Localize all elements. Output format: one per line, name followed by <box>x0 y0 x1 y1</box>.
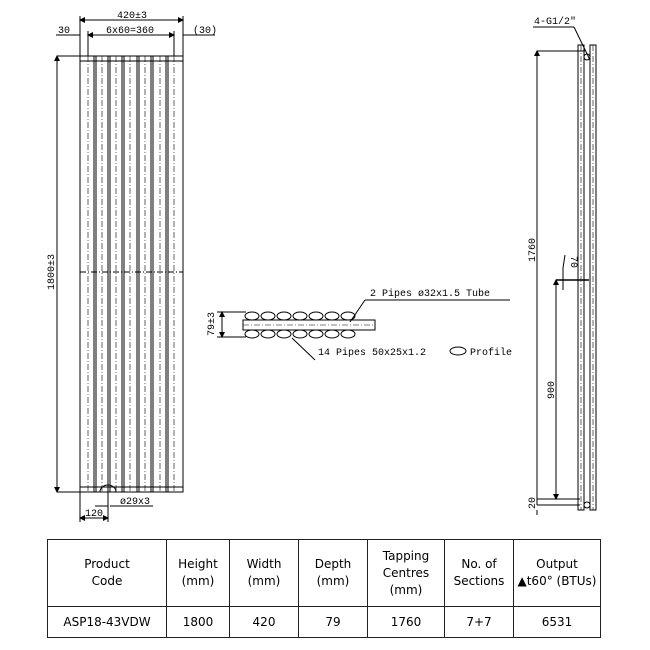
profile-suffix-label: Profile <box>470 347 512 359</box>
height-label: 1800±3 <box>47 254 58 290</box>
left-offset-label: 30 <box>58 26 70 37</box>
right-offset-label: (30) <box>193 25 217 37</box>
header-depth: Depth(mm) <box>298 539 368 607</box>
depth-label: 79±3 <box>207 312 218 336</box>
tube-label: 2 Pipes ø32x1.5 Tube <box>370 288 490 300</box>
bracket-height-label: 900 <box>547 381 558 399</box>
connection-label: 4-G1/2" <box>534 16 576 28</box>
header-width: Width(mm) <box>229 539 299 607</box>
bottom-offset-label: 120 <box>85 509 103 520</box>
header-output: Output▲t60° (BTUs) <box>513 539 601 607</box>
radiator-columns <box>79 55 184 493</box>
cell-depth: 79 <box>298 606 368 638</box>
cell-output: 6531 <box>513 606 601 638</box>
technical-drawing: 420±3 6x60=360 30 (30) 1800±3 120 ø29x3 … <box>47 11 597 522</box>
cell-sections: 7+7 <box>444 606 514 638</box>
tapping-centres-label: 1760 <box>528 238 539 262</box>
cell-height: 1800 <box>166 606 230 638</box>
bottom-offset-side-label: 20 <box>528 497 539 509</box>
cell-width: 420 <box>229 606 299 638</box>
table-row: ASP18-43VDW 1800 420 79 1760 7+7 6531 <box>47 606 601 638</box>
overall-width-label: 420±3 <box>117 11 147 22</box>
front-view <box>54 16 215 522</box>
cell-product-code: ASP18-43VDW <box>47 606 167 638</box>
side-view <box>533 26 597 515</box>
pitch-label: 6x60=360 <box>106 26 154 37</box>
bracket-offset-label: 70 <box>567 256 578 268</box>
outlet-diameter-label: ø29x3 <box>120 497 150 508</box>
section-view <box>217 299 510 361</box>
cell-tapping-centres: 1760 <box>367 606 445 638</box>
header-height: Height(mm) <box>166 539 230 607</box>
profile-label: 14 Pipes 50x25x1.2 <box>318 347 426 359</box>
